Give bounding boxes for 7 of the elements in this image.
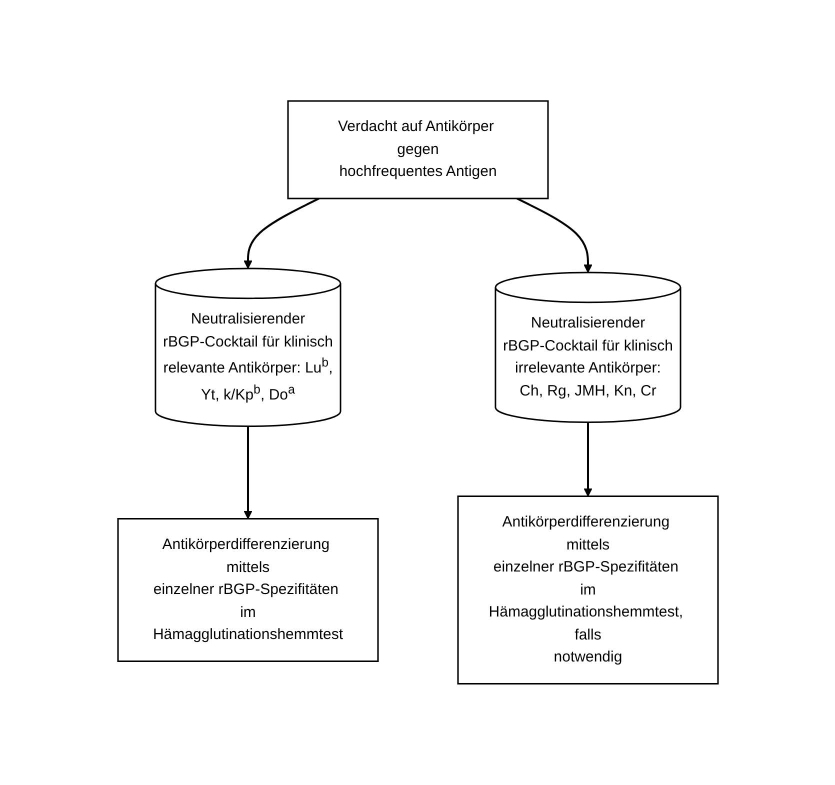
arrow (583, 422, 592, 497)
arrow (516, 198, 592, 274)
arrow (243, 198, 319, 270)
node-box: Antikörperdifferenzierung mittels einzelner rBGP-Spezifitäten im Hämagglutinationshemmtest (116, 518, 378, 662)
arrow (243, 426, 252, 520)
node-box: Antikörperdifferenzierung mittels einzelner rBGP-Spezifitäten im Hämagglutinationshemmtest, falls notwendig (456, 496, 718, 685)
node-box: Verdacht auf Antikörper gegen hochfrequentes Antigen (286, 100, 548, 200)
